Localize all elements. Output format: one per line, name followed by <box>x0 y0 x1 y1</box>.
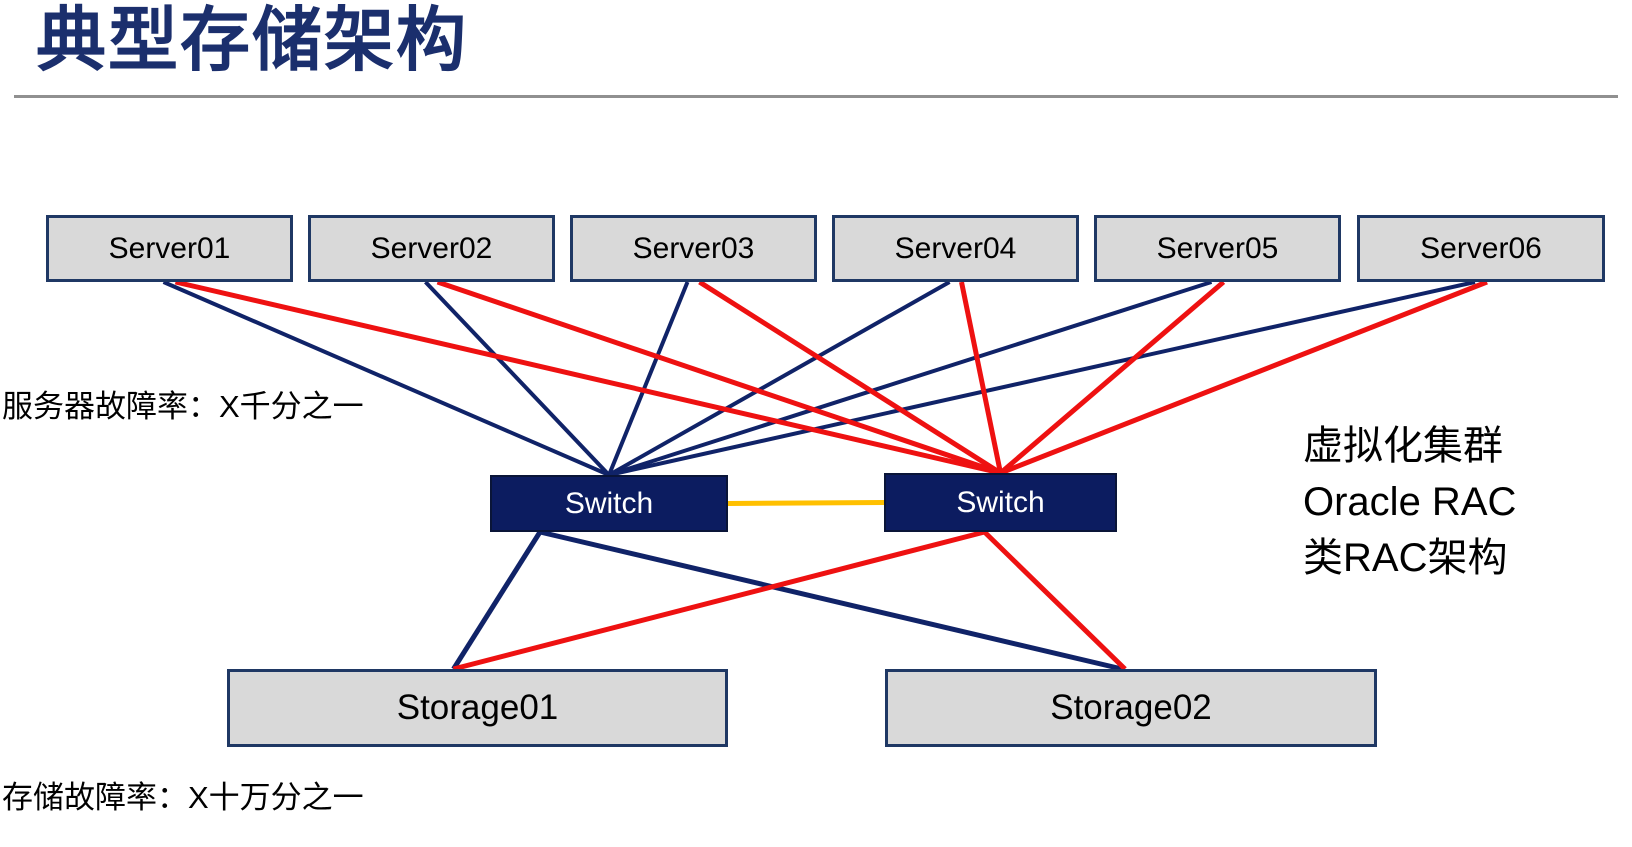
node-switch-right: Switch <box>884 473 1117 532</box>
node-storage01: Storage01 <box>227 669 728 747</box>
cluster-architecture-note: 虚拟化集群 Oracle RAC 类RAC架构 <box>1303 418 1516 586</box>
server-failure-rate-label: 服务器故障率：X千分之一 <box>2 389 364 424</box>
storage-failure-rate-label: 存储故障率：X十万分之一 <box>2 780 364 815</box>
cluster-note-line: 虚拟化集群 <box>1303 424 1503 468</box>
node-server01: Server01 <box>46 215 293 282</box>
node-server06: Server06 <box>1357 215 1605 282</box>
node-server02: Server02 <box>308 215 555 282</box>
node-switch-left: Switch <box>490 475 728 532</box>
node-server03: Server03 <box>570 215 817 282</box>
node-server05: Server05 <box>1094 215 1341 282</box>
title-divider <box>14 95 1618 98</box>
page-title: 典型存储架构 <box>36 1 468 79</box>
node-server04: Server04 <box>832 215 1079 282</box>
cluster-note-line: Oracle RAC <box>1303 480 1517 524</box>
node-storage02: Storage02 <box>885 669 1377 747</box>
cluster-note-line: 类RAC架构 <box>1303 536 1508 580</box>
